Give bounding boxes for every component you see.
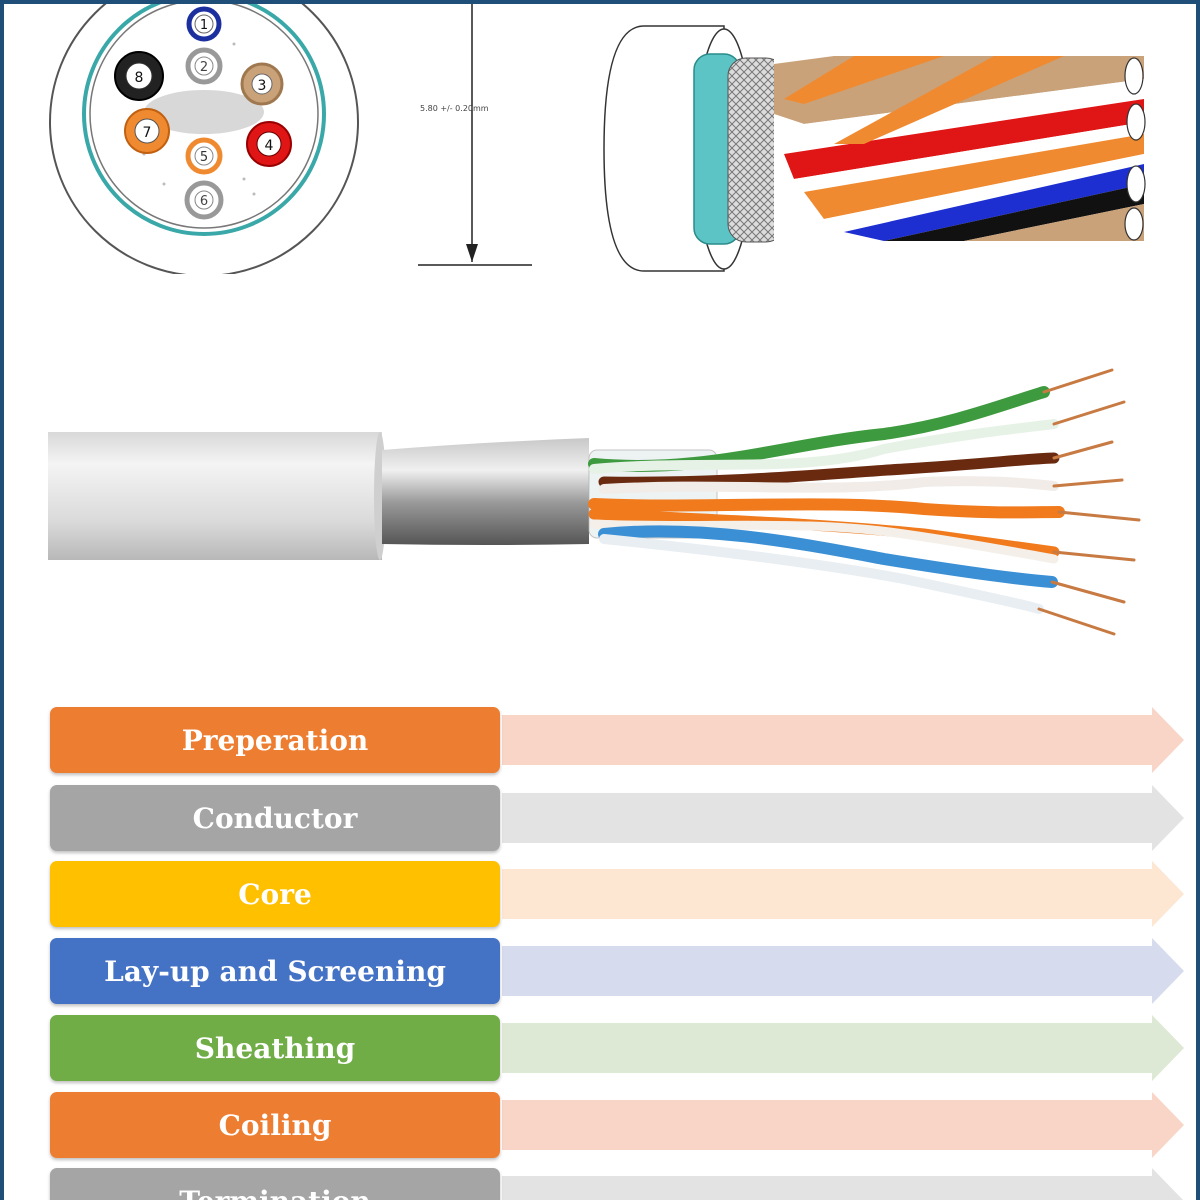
- step-label: Lay-up and Screening: [50, 938, 500, 1004]
- step-coiling: Coiling: [50, 1092, 1184, 1158]
- step-preperation: Preperation: [50, 707, 1184, 773]
- dimension-label: 5.80 +/- 0.20mm: [420, 104, 489, 113]
- pair-number-7: 7: [143, 125, 152, 141]
- pair-number-5: 5: [200, 150, 208, 165]
- foil-shield: [382, 438, 589, 545]
- conductor-7: 7: [124, 108, 170, 154]
- step-arrow: [502, 1092, 1184, 1158]
- conductor-ends: [1124, 57, 1146, 241]
- step-label: Core: [50, 861, 500, 927]
- step-label: Preperation: [50, 707, 500, 773]
- step-lay-up-and-screening: Lay-up and Screening: [50, 938, 1184, 1004]
- pair-number-2: 2: [200, 60, 208, 75]
- twisted-conductors: [774, 56, 1144, 241]
- step-label: Sheathing: [50, 1015, 500, 1081]
- pair-number-1: 1: [200, 18, 208, 33]
- conductor-3: 3: [240, 62, 284, 106]
- conductor-8: 8: [114, 51, 164, 101]
- conductor-4: 4: [246, 121, 292, 167]
- conductor-5: 5: [185, 137, 223, 175]
- step-arrow: [502, 1168, 1184, 1200]
- dimension-arrowhead: [466, 244, 478, 262]
- conductor-1: 1: [186, 6, 222, 42]
- step-arrow: [502, 707, 1184, 773]
- step-sheathing: Sheathing: [50, 1015, 1184, 1081]
- copper-wires: [1037, 368, 1141, 636]
- pair-number-6: 6: [200, 194, 208, 209]
- dimension-indicator: [418, 4, 532, 266]
- cable-3d-illustration: [603, 25, 1146, 272]
- step-core: Core: [50, 861, 1184, 927]
- pair-number-3: 3: [258, 78, 267, 94]
- step-label: Termination: [50, 1168, 500, 1200]
- cable-photo-illustration: [48, 368, 1141, 636]
- step-arrow: [502, 861, 1184, 927]
- step-label: Conductor: [50, 785, 500, 851]
- step-label: Coiling: [50, 1092, 500, 1158]
- conductor-6: 6: [184, 180, 224, 220]
- core-filler: [144, 90, 264, 134]
- conductor-2: 2: [185, 47, 223, 85]
- step-arrow: [502, 785, 1184, 851]
- pair-number-4: 4: [265, 138, 274, 154]
- cable-cross-section: 1 2 3 4 5 6 7: [49, 4, 359, 274]
- pair-number-8: 8: [135, 70, 144, 86]
- twisted-pairs: [588, 386, 1065, 614]
- step-arrow: [502, 1015, 1184, 1081]
- step-termination: Termination: [50, 1168, 1184, 1200]
- cable-jacket: [48, 432, 382, 560]
- step-conductor: Conductor: [50, 785, 1184, 851]
- step-arrow: [502, 938, 1184, 1004]
